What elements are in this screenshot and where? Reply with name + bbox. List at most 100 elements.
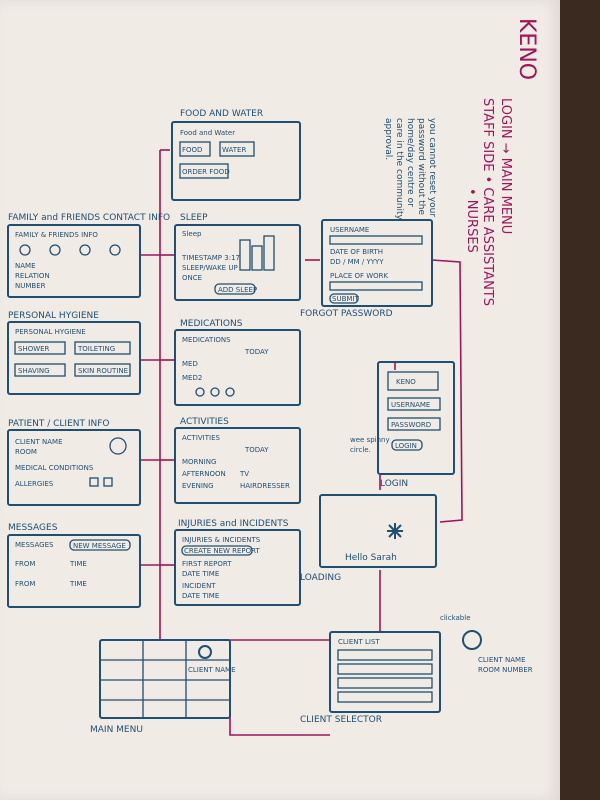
svg-text:ACTIVITIES: ACTIVITIES bbox=[182, 434, 221, 442]
svg-text:SLEEP/WAKE UP: SLEEP/WAKE UP bbox=[182, 264, 238, 272]
patient-caption: PATIENT / CLIENT INFO bbox=[8, 419, 110, 429]
svg-text:USERNAME: USERNAME bbox=[391, 401, 430, 409]
login-caption: LOGIN bbox=[380, 479, 408, 489]
svg-text:MED2: MED2 bbox=[182, 374, 202, 382]
svg-text:FIRST REPORT: FIRST REPORT bbox=[182, 560, 232, 568]
svg-text:KENO: KENO bbox=[396, 378, 416, 386]
svg-text:FROM: FROM bbox=[15, 580, 35, 588]
svg-text:SHAVING: SHAVING bbox=[18, 367, 50, 375]
svg-text:ROOM NUMBER: ROOM NUMBER bbox=[478, 666, 533, 674]
food-water-screen: Food and Water FOOD WATER ORDER FOOD FOO… bbox=[171, 109, 301, 201]
svg-text:MORNING: MORNING bbox=[182, 458, 216, 466]
main-menu-screen: CLIENT NAME MAIN MENU bbox=[90, 639, 236, 735]
svg-text:FAMILY & FRIENDS INFO: FAMILY & FRIENDS INFO bbox=[15, 231, 98, 239]
svg-text:CLIENT NAME: CLIENT NAME bbox=[478, 656, 526, 664]
food-caption: FOOD AND WATER bbox=[180, 109, 263, 119]
svg-text:CLIENT LIST: CLIENT LIST bbox=[338, 638, 380, 646]
svg-text:DD / MM / YYYY: DD / MM / YYYY bbox=[330, 258, 384, 266]
login-screen: KENO USERNAME PASSWORD LOGIN LOGIN bbox=[377, 361, 455, 489]
injuries-screen: INJURIES & INCIDENTS CREATE NEW REPORT F… bbox=[174, 519, 301, 606]
svg-text:CREATE NEW REPORT: CREATE NEW REPORT bbox=[184, 547, 261, 555]
svg-text:TOILETING: TOILETING bbox=[77, 345, 115, 353]
svg-text:password without the: password without the bbox=[416, 118, 426, 216]
subtitle-line-1: LOGIN → MAIN MENU bbox=[498, 98, 513, 234]
svg-text:TIME: TIME bbox=[69, 560, 87, 568]
svg-text:care in the community: care in the community bbox=[394, 118, 404, 220]
subtitle-line-3: • NURSES bbox=[464, 188, 479, 253]
svg-text:circle.: circle. bbox=[350, 446, 371, 454]
svg-text:INCIDENT: INCIDENT bbox=[182, 582, 216, 590]
title-block: KENO LOGIN → MAIN MENU STAFF SIDE • CARE… bbox=[464, 18, 539, 306]
svg-text:ONCE: ONCE bbox=[182, 274, 202, 282]
subtitle-line-2: STAFF SIDE • CARE ASSISTANTS bbox=[480, 98, 495, 306]
paper-sheet bbox=[0, 0, 560, 800]
activities-screen: ACTIVITIES TODAY MORNING AFTERNOON EVENI… bbox=[174, 417, 301, 504]
loading-caption: LOADING bbox=[300, 573, 341, 583]
svg-text:you cannot reset your: you cannot reset your bbox=[427, 118, 437, 217]
svg-text:PERSONAL HYGIENE: PERSONAL HYGIENE bbox=[15, 328, 86, 336]
svg-text:INJURIES & INCIDENTS: INJURIES & INCIDENTS bbox=[182, 536, 261, 544]
svg-text:HAIRDRESSER: HAIRDRESSER bbox=[240, 482, 290, 490]
svg-text:FOOD: FOOD bbox=[182, 146, 202, 154]
svg-text:TODAY: TODAY bbox=[244, 348, 269, 356]
svg-text:TODAY: TODAY bbox=[244, 446, 269, 454]
svg-text:SUBMIT: SUBMIT bbox=[332, 295, 359, 303]
svg-text:RELATION: RELATION bbox=[15, 272, 50, 280]
svg-text:MEDICATIONS: MEDICATIONS bbox=[182, 336, 231, 344]
svg-text:Food and Water: Food and Water bbox=[180, 129, 235, 137]
svg-text:TIME: TIME bbox=[69, 580, 87, 588]
activities-caption: ACTIVITIES bbox=[180, 417, 229, 427]
loading-text: Hello Sarah bbox=[345, 553, 397, 563]
svg-text:CLIENT NAME: CLIENT NAME bbox=[15, 438, 63, 446]
client-selector-screen: CLIENT LIST CLIENT SELECTOR CLIENT NAME … bbox=[300, 614, 533, 725]
main-menu-caption: MAIN MENU bbox=[90, 725, 143, 735]
svg-text:ORDER FOOD: ORDER FOOD bbox=[182, 168, 230, 176]
svg-text:approval.: approval. bbox=[383, 118, 393, 160]
hygiene-screen: PERSONAL HYGIENE SHOWER TOILETING SHAVIN… bbox=[7, 311, 141, 395]
svg-text:EVENING: EVENING bbox=[182, 482, 214, 490]
forgot-password-screen: USERNAME DATE OF BIRTH DD / MM / YYYY PL… bbox=[300, 219, 433, 319]
svg-text:ALLERGIES: ALLERGIES bbox=[15, 480, 54, 488]
hygiene-caption: PERSONAL HYGIENE bbox=[8, 311, 99, 321]
svg-text:SKIN ROUTINE: SKIN ROUTINE bbox=[78, 367, 128, 375]
svg-text:CLIENT NAME: CLIENT NAME bbox=[188, 666, 236, 674]
svg-text:MEDICAL CONDITIONS: MEDICAL CONDITIONS bbox=[15, 464, 94, 472]
svg-text:DATE TIME: DATE TIME bbox=[182, 592, 219, 600]
family-screen: FAMILY & FRIENDS INFO NAME RELATION NUMB… bbox=[7, 213, 170, 298]
svg-text:USERNAME: USERNAME bbox=[330, 226, 369, 234]
sleep-screen: Sleep TIMESTAMP 3:17 SLEEP/WAKE UP ONCE … bbox=[174, 213, 301, 301]
messages-screen: MESSAGES NEW MESSAGE FROM TIME FROM TIME… bbox=[7, 523, 141, 608]
svg-text:AFTERNOON: AFTERNOON bbox=[182, 470, 226, 478]
svg-text:DATE TIME: DATE TIME bbox=[182, 570, 219, 578]
svg-text:NEW MESSAGE: NEW MESSAGE bbox=[73, 542, 126, 550]
svg-text:home/day centre or: home/day centre or bbox=[405, 118, 415, 207]
svg-text:SHOWER: SHOWER bbox=[18, 345, 50, 353]
svg-text:DATE OF BIRTH: DATE OF BIRTH bbox=[330, 248, 383, 256]
svg-text:TV: TV bbox=[239, 470, 249, 478]
messages-caption: MESSAGES bbox=[8, 523, 58, 533]
svg-text:ROOM: ROOM bbox=[15, 448, 37, 456]
svg-text:ADD SLEEP: ADD SLEEP bbox=[218, 286, 257, 294]
svg-text:NAME: NAME bbox=[15, 262, 36, 270]
svg-text:FROM: FROM bbox=[15, 560, 35, 568]
svg-text:LOGIN: LOGIN bbox=[395, 442, 417, 450]
family-caption: FAMILY and FRIENDS CONTACT INFO bbox=[8, 213, 170, 223]
svg-text:clickable: clickable bbox=[440, 614, 471, 622]
forgot-caption: FORGOT PASSWORD bbox=[300, 309, 393, 319]
svg-text:Sleep: Sleep bbox=[182, 230, 202, 238]
svg-text:WATER: WATER bbox=[222, 146, 246, 154]
sleep-caption: SLEEP bbox=[180, 213, 208, 223]
medications-caption: MEDICATIONS bbox=[180, 319, 243, 329]
client-selector-caption: CLIENT SELECTOR bbox=[300, 715, 382, 725]
svg-text:MESSAGES: MESSAGES bbox=[15, 541, 54, 549]
svg-text:PASSWORD: PASSWORD bbox=[391, 421, 431, 429]
loading-screen: Hello Sarah LOADING wee spinny circle. bbox=[300, 436, 437, 583]
svg-text:TIMESTAMP 3:17: TIMESTAMP 3:17 bbox=[181, 254, 240, 262]
svg-text:PLACE OF WORK: PLACE OF WORK bbox=[330, 272, 389, 280]
svg-text:MED: MED bbox=[182, 360, 198, 368]
medications-screen: MEDICATIONS TODAY MED MED2 MEDICATIONS bbox=[174, 319, 301, 406]
password-note: you cannot reset your password without t… bbox=[383, 118, 437, 220]
title-keno: KENO bbox=[514, 18, 539, 80]
